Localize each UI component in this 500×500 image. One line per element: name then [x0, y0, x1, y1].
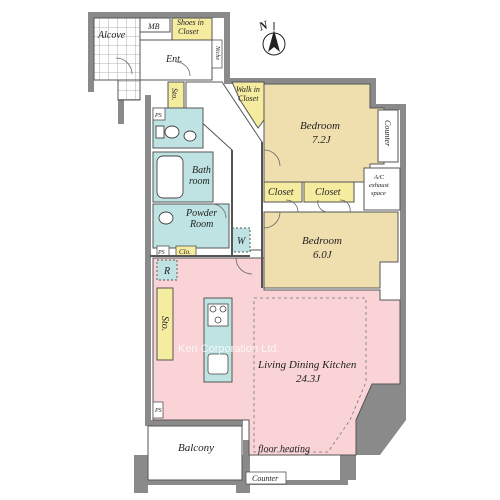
storage-left	[156, 287, 174, 361]
ps-mid-label: PS	[157, 250, 165, 256]
storage-top-label: Sto.	[170, 88, 179, 100]
powder-line1: Powder	[185, 208, 217, 219]
alcove-area	[93, 17, 141, 81]
door-swings	[115, 57, 351, 275]
ps-bottom-label: PS	[154, 408, 162, 414]
bedroom-2-name: Bedroom	[302, 235, 342, 247]
balcony-label: Balcony	[178, 442, 214, 454]
refrigerator-box	[156, 259, 178, 281]
powder-room-label: Powder Room	[185, 208, 220, 230]
walk-in-closet-label: Walk in Closet	[236, 85, 262, 103]
toilet-icon	[164, 125, 180, 139]
entrance-area	[139, 39, 213, 81]
entrance-label: Ent.	[165, 54, 182, 65]
closet-a-label: Closet	[268, 187, 294, 198]
shoes-closet-line2: Closet	[178, 27, 199, 36]
shoes-closet-line1: Shoes in	[177, 18, 204, 27]
ldk-name: Living Dining Kitchen	[257, 359, 357, 371]
bathroom-line1: Bath	[192, 165, 211, 176]
clo-label: Clo.	[179, 248, 191, 256]
storage-left-label: Sto.	[159, 316, 170, 331]
ldk-size: 24.3J	[296, 373, 321, 385]
walk-in-closet	[231, 81, 265, 129]
washer-label: W	[237, 236, 247, 247]
kitchen-sink-icon	[207, 353, 229, 375]
ac-line2: exhaust	[369, 182, 389, 189]
mb-label: MB	[147, 22, 160, 31]
counter-bottom	[245, 471, 287, 485]
alcove-label: Alcove	[97, 30, 126, 41]
niche-label: Niche	[214, 45, 220, 60]
balcony-area	[147, 425, 243, 481]
powder-room-area	[152, 203, 230, 249]
counter-right	[377, 109, 399, 163]
closet-a-area	[263, 181, 303, 203]
bathroom-line2: room	[189, 176, 210, 187]
mb-box	[139, 17, 171, 33]
ac-space-label: A/C exhaust space	[369, 174, 390, 197]
north-label: N	[256, 17, 271, 34]
bedroom-1-area	[263, 83, 385, 183]
interior-walls	[150, 142, 263, 288]
ac-space	[363, 167, 401, 211]
closet-b-area	[303, 181, 355, 203]
walk-in-line1: Walk in	[236, 85, 260, 94]
floor-heating-label: floor heating	[258, 444, 310, 455]
closet-b-label: Closet	[315, 187, 341, 198]
bathtub-icon	[156, 155, 184, 199]
floor-heating-boundary	[253, 297, 367, 453]
north-arrow-icon	[262, 22, 286, 56]
refrigerator-label: R	[163, 266, 170, 277]
watermark: Ken Corporation Ltd.	[178, 343, 280, 355]
ac-line3: space	[371, 190, 386, 197]
bedroom-2-size: 6.0J	[313, 249, 333, 261]
shoes-closet-label: Shoes in Closet	[177, 18, 206, 36]
ac-line1: A/C	[373, 174, 385, 181]
sink-icon	[158, 211, 174, 225]
ps-top-label: PS	[154, 113, 162, 119]
counter-right-label: Counter	[383, 120, 392, 147]
bathroom-label: Bath room	[189, 165, 213, 187]
bedroom-1-size: 7.2J	[312, 134, 332, 146]
bedroom-1-name: Bedroom	[300, 120, 340, 132]
stove-icon	[207, 303, 229, 327]
powder-line2: Room	[189, 219, 213, 230]
niche	[211, 39, 223, 69]
counter-bottom-label: Counter	[252, 474, 279, 483]
washbasin-icon	[183, 130, 197, 142]
ps-bottom	[152, 401, 164, 419]
walk-in-line2: Closet	[238, 94, 259, 103]
